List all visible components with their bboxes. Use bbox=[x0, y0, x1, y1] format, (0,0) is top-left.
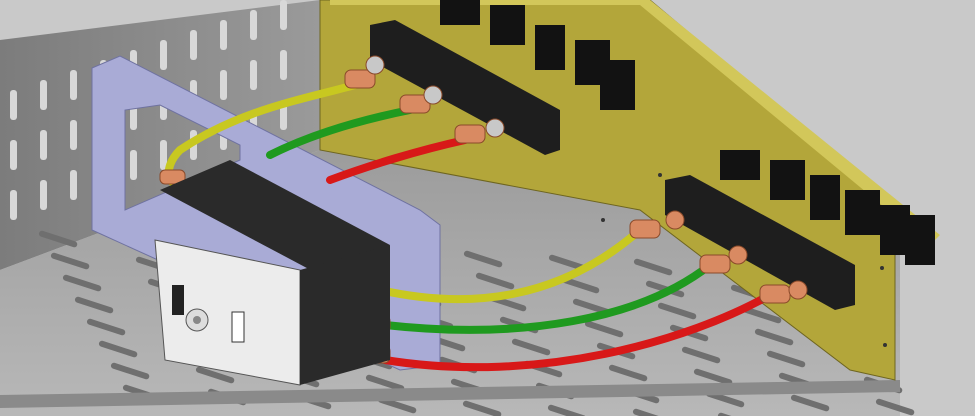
floor-slot bbox=[98, 340, 138, 358]
floor-slot bbox=[657, 302, 697, 320]
floor-slot bbox=[475, 272, 515, 290]
wall-slot bbox=[130, 150, 137, 180]
floor-slot bbox=[608, 364, 648, 382]
floor-slot bbox=[681, 346, 721, 364]
floor-slot bbox=[110, 362, 150, 380]
floor-slot bbox=[511, 338, 551, 356]
wall-slot bbox=[250, 10, 257, 40]
wall-slot bbox=[40, 180, 47, 210]
floor-slot bbox=[86, 318, 126, 336]
panel-screws bbox=[601, 173, 887, 347]
floor-slot bbox=[62, 274, 102, 292]
floor-slot bbox=[790, 394, 830, 412]
floor-slot bbox=[584, 320, 624, 338]
floor-slot bbox=[632, 408, 672, 416]
wall-slot bbox=[70, 70, 77, 100]
wall-slot bbox=[220, 70, 227, 100]
terminal-block-upper bbox=[370, 20, 560, 155]
heat-sink-fins bbox=[440, 0, 935, 265]
wall-slot bbox=[10, 140, 17, 170]
floor-slot bbox=[38, 230, 78, 248]
wall-slot bbox=[280, 50, 287, 80]
wall-slot bbox=[40, 130, 47, 160]
wire-green-lower bbox=[381, 261, 714, 334]
breaker-side bbox=[300, 245, 390, 385]
floor-slot bbox=[875, 398, 915, 416]
wire-yellow-lower bbox=[376, 226, 644, 304]
floor-slot bbox=[195, 366, 235, 384]
wall-slot bbox=[10, 190, 17, 220]
floor-slot bbox=[633, 258, 673, 276]
floor-slot bbox=[50, 252, 90, 270]
breaker-top bbox=[160, 160, 390, 275]
left-wall bbox=[0, 0, 320, 270]
floor-slot bbox=[693, 368, 733, 386]
wall-slot bbox=[220, 20, 227, 50]
floor-slot bbox=[766, 350, 806, 368]
floor-slot bbox=[560, 276, 600, 294]
wall-slot bbox=[70, 120, 77, 150]
wire-green-upper bbox=[266, 106, 414, 159]
floor-slot bbox=[742, 306, 782, 324]
floor-slot bbox=[547, 404, 587, 416]
floor-slot bbox=[548, 254, 588, 272]
wall-slot bbox=[160, 40, 167, 70]
wall-slot bbox=[250, 60, 257, 90]
knob-center bbox=[193, 316, 201, 324]
floor-front-edge bbox=[0, 380, 900, 408]
wire-red-upper bbox=[326, 136, 469, 184]
floor-slot bbox=[462, 400, 502, 416]
wall-slot bbox=[40, 80, 47, 110]
floor-slot bbox=[463, 250, 503, 268]
floor-slot bbox=[74, 296, 114, 314]
floor-slot bbox=[365, 374, 405, 392]
wall-slot bbox=[190, 30, 197, 60]
wall-slot bbox=[160, 140, 167, 170]
floor-slot bbox=[754, 328, 794, 346]
wire-red-lower bbox=[381, 291, 774, 372]
terminal-block-lower bbox=[665, 175, 855, 310]
wall-slot bbox=[10, 90, 17, 120]
wall-slot bbox=[70, 170, 77, 200]
toggle-switch bbox=[231, 311, 245, 343]
breaker-slot bbox=[172, 285, 184, 315]
wall-slot bbox=[280, 0, 287, 30]
